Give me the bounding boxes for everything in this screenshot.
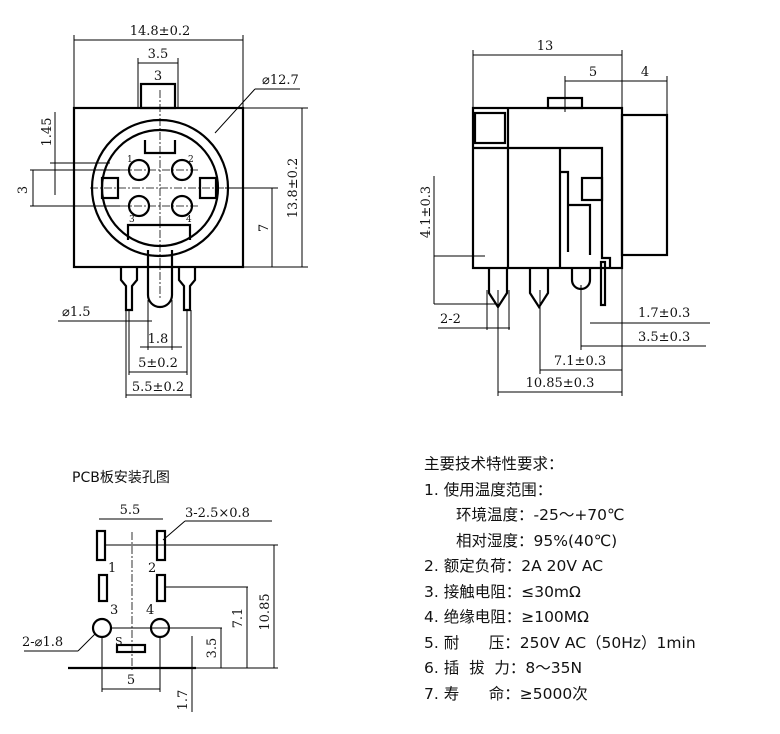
center-pin-dimension: 1.8	[148, 332, 169, 347]
pcb-label-3: 3	[110, 603, 118, 618]
pin-number-3: 3	[129, 215, 135, 225]
front-view: 1 2 3 4 14.8±0.2 3.5 3 ⌀12.7 13.8±0.2 7 …	[16, 24, 308, 398]
hole-3	[91, 617, 113, 639]
tab-outer-dimension: 3.5	[148, 47, 169, 62]
slot-1	[97, 573, 109, 603]
spec-rated-load: 2. 额定负荷：2A 20V AC	[424, 557, 604, 575]
slot-top-left	[95, 529, 107, 562]
pcb-label-4: 4	[146, 603, 154, 618]
pin-length-dimension: 4.1±0.3	[419, 186, 434, 238]
pin-width-dimension: 2-2	[440, 312, 461, 327]
pin-number-1: 1	[127, 155, 133, 165]
side-dimension-1-7: 1.7±0.3	[638, 306, 690, 321]
pin-diameter-dimension: ⌀1.5	[62, 305, 91, 320]
diameter-dimension: ⌀12.7	[262, 73, 299, 88]
side-pin-2	[528, 268, 550, 310]
technical-specs: 主要技术特性要求： 1. 使用温度范围： 环境温度：-25～+70℃ 相对湿度：…	[424, 452, 696, 707]
width-dimension: 14.8±0.2	[130, 24, 191, 39]
center-pin	[146, 250, 174, 309]
side-body-outline	[471, 106, 624, 270]
height-dimension: 13.8±0.2	[286, 158, 301, 219]
front-dimension: 4	[641, 65, 649, 80]
tab-inner-dimension: 3	[154, 69, 162, 84]
slot-pitch-dimension: 5.5	[120, 503, 141, 518]
latch	[580, 176, 604, 202]
hole-pitch-dimension: 5	[127, 673, 135, 688]
hole-spec-label: 2-⌀1.8	[22, 635, 63, 650]
contact	[560, 170, 592, 255]
pcb-dimension-3-5: 3.5	[205, 638, 220, 659]
pin-number-4: 4	[186, 215, 192, 225]
slot-spec-label: 3-2.5×0.8	[185, 506, 250, 521]
key-offset-dimension: 1.45	[40, 118, 55, 147]
slot-s	[115, 643, 147, 654]
pin-number-2: 2	[188, 155, 194, 165]
pin-row-dimension: 3	[16, 186, 31, 194]
leg-pitch-dimension: 5.5±0.2	[132, 380, 184, 395]
spec-humidity: 相对湿度：95%(40℃)	[456, 531, 618, 550]
side-dimension-7-1: 7.1±0.3	[554, 354, 606, 369]
spec-contact-resistance: 3. 接触电阻：≤30mΩ	[424, 582, 581, 601]
spec-lifetime: 7. 寿 命：≥5000次	[424, 684, 588, 703]
side-view: 13 5 4 4.1±0.3 2-2 1.7±0.3 3.5±0.3 7.1±0…	[419, 39, 710, 396]
specs-title: 主要技术特性要求：	[424, 455, 564, 473]
spec-insertion-force: 6. 插 拔 力：8～35N	[424, 659, 583, 677]
side-leg	[599, 260, 607, 307]
side-dimension-10-85: 10.85±0.3	[526, 376, 595, 391]
spec-temp-range: 1. 使用温度范围：	[424, 480, 553, 499]
bottom-key	[126, 223, 192, 240]
side-window	[473, 111, 507, 145]
pcb-label-2: 2	[148, 561, 156, 576]
slot-2	[155, 573, 167, 603]
right-leg	[177, 267, 197, 312]
front-flange	[620, 113, 669, 257]
pcb-dimension-7-1: 7.1	[231, 608, 246, 629]
pcb-label-s: S	[115, 635, 123, 648]
center-height-dimension: 7	[257, 224, 272, 232]
spec-insulation-resistance: 4. 绝缘电阻：≥100MΩ	[424, 608, 590, 626]
pcb-dimension-10-85: 10.85	[258, 593, 273, 630]
depth-dimension: 13	[537, 39, 554, 54]
top-tab	[139, 82, 177, 110]
spec-withstand-voltage: 5. 耐 压：250V AC（50Hz）1min	[424, 633, 696, 652]
spec-ambient-temp: 环境温度：-25～+70℃	[456, 506, 625, 524]
pin-pitch-dimension: 5±0.2	[138, 356, 178, 371]
pcb-dimension-1-7: 1.7	[176, 690, 191, 711]
side-dimension-3-5: 3.5±0.3	[638, 330, 690, 345]
pcb-layout: PCB板安装孔图 5.5 3-2.5×0.8 1 2 3 4 S 2-⌀1.8 …	[22, 470, 278, 712]
left-leg	[119, 267, 139, 312]
pcb-title: PCB板安装孔图	[72, 470, 170, 486]
bump-dimension: 5	[589, 65, 597, 80]
inner-structure	[508, 146, 612, 268]
pcb-label-1: 1	[108, 561, 116, 576]
